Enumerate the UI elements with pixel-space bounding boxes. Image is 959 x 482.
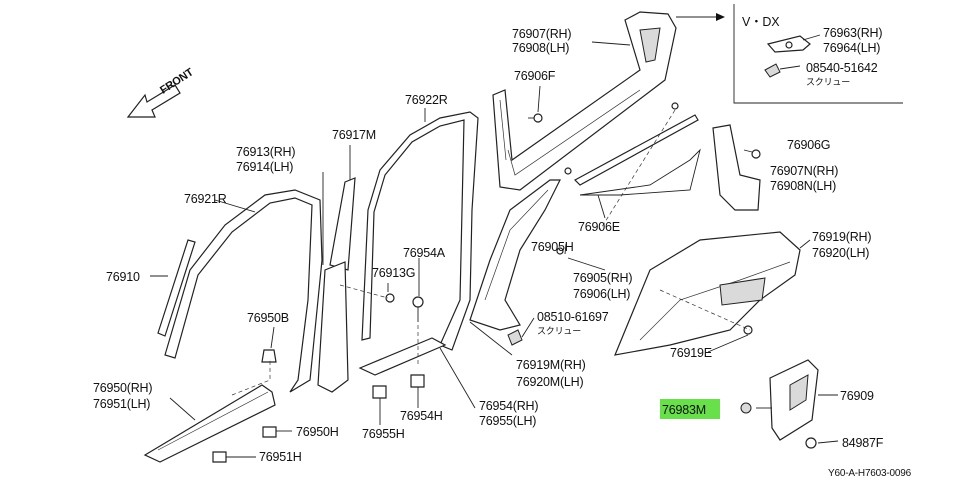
clip-76954a-part xyxy=(412,296,424,322)
clip-76906e-part xyxy=(564,102,679,175)
label-76983m[interactable]: 76983M xyxy=(662,403,706,417)
window-strip-part xyxy=(574,114,701,196)
screw-08540-part xyxy=(764,63,781,78)
label-76964[interactable]: 76964(LH) xyxy=(823,41,881,55)
label-76955[interactable]: 76955(LH) xyxy=(479,414,537,428)
label-76951h[interactable]: 76951H xyxy=(259,450,302,464)
label-84987f[interactable]: 84987F xyxy=(842,436,884,450)
label-screw-2: スクリュー xyxy=(806,77,850,87)
weatherstrip-76922r-part xyxy=(361,111,479,351)
rear-corner-trim-part xyxy=(712,124,761,211)
rear-small-panel-part xyxy=(769,359,819,441)
label-76908[interactable]: 76908(LH) xyxy=(512,41,570,55)
label-76906[interactable]: 76906(LH) xyxy=(573,287,631,301)
label-76907[interactable]: 76907(RH) xyxy=(512,27,572,41)
label-76954a[interactable]: 76954A xyxy=(403,246,446,260)
label-76906f[interactable]: 76906F xyxy=(514,69,556,83)
diagram-code: Y60-A-H7603-0096 xyxy=(828,468,912,479)
clip-76906g-part xyxy=(743,149,761,159)
clip-76950b-part xyxy=(261,349,277,363)
label-76906e[interactable]: 76906E xyxy=(578,220,620,234)
front-arrow-icon xyxy=(126,84,181,118)
label-76908n[interactable]: 76908N(LH) xyxy=(770,179,836,193)
bracket-76963-part xyxy=(766,35,811,53)
label-76913g[interactable]: 76913G xyxy=(372,266,415,280)
label-76910[interactable]: 76910 xyxy=(106,270,140,284)
highlight-76983m xyxy=(660,399,720,419)
clip-76955h-part xyxy=(372,385,387,399)
label-76917m[interactable]: 76917M xyxy=(332,128,376,142)
screw-76983m-part xyxy=(740,402,752,414)
label-76919m[interactable]: 76919M(RH) xyxy=(516,358,586,372)
label-76955h[interactable]: 76955H xyxy=(362,427,405,441)
label-08510[interactable]: 08510-61697 xyxy=(537,310,609,324)
label-76920m[interactable]: 76920M(LH) xyxy=(516,375,584,389)
clip-76950h-part xyxy=(262,426,277,438)
label-76950b[interactable]: 76950B xyxy=(247,311,289,325)
center-pillar-trim-part xyxy=(469,179,561,331)
label-76951[interactable]: 76951(LH) xyxy=(93,397,151,411)
clip-76919e-part xyxy=(743,325,753,335)
label-76907n[interactable]: 76907N(RH) xyxy=(770,164,838,178)
label-76922r[interactable]: 76922R xyxy=(405,93,448,107)
variant-title: V・DX xyxy=(742,15,780,29)
scuff-plate-76950-part xyxy=(143,384,276,463)
rear-side-panel-part xyxy=(614,231,801,356)
variant-box xyxy=(733,4,903,104)
label-screw-1: スクリュー xyxy=(537,326,581,336)
label-76905[interactable]: 76905(RH) xyxy=(573,271,633,285)
clip-76906f-part xyxy=(528,113,543,123)
trim-strip-76910-part xyxy=(157,239,196,337)
label-76909[interactable]: 76909 xyxy=(840,389,874,403)
label-76913[interactable]: 76913(RH) xyxy=(236,145,296,159)
clip-76951h-part xyxy=(212,451,227,463)
label-76914[interactable]: 76914(LH) xyxy=(236,160,294,174)
label-76919[interactable]: 76919(RH) xyxy=(812,230,872,244)
pillar-76913-part xyxy=(317,261,349,393)
label-76905h[interactable]: 76905H xyxy=(531,240,574,254)
label-76950[interactable]: 76950(RH) xyxy=(93,381,153,395)
screw-08510-part xyxy=(507,329,523,346)
pillar-76917m-part xyxy=(329,177,356,271)
scuff-plate-76954-part xyxy=(358,337,447,376)
label-76954h[interactable]: 76954H xyxy=(400,409,443,423)
label-76963[interactable]: 76963(RH) xyxy=(823,26,883,40)
clip-76954h-part xyxy=(410,374,425,388)
label-76920[interactable]: 76920(LH) xyxy=(812,246,870,260)
label-76921r[interactable]: 76921R xyxy=(184,192,227,206)
quarter-upper-trim-part xyxy=(492,11,677,191)
label-76906g[interactable]: 76906G xyxy=(787,138,830,152)
label-76954[interactable]: 76954(RH) xyxy=(479,399,539,413)
label-76950h[interactable]: 76950H xyxy=(296,425,339,439)
label-76919e[interactable]: 76919E xyxy=(670,346,712,360)
clip-76905h-part xyxy=(556,247,564,255)
label-08540[interactable]: 08540-51642 xyxy=(806,61,878,75)
weatherstrip-76921r-part xyxy=(164,189,323,393)
clip-84987f-part xyxy=(805,437,817,449)
clip-76913g-part xyxy=(385,293,395,303)
